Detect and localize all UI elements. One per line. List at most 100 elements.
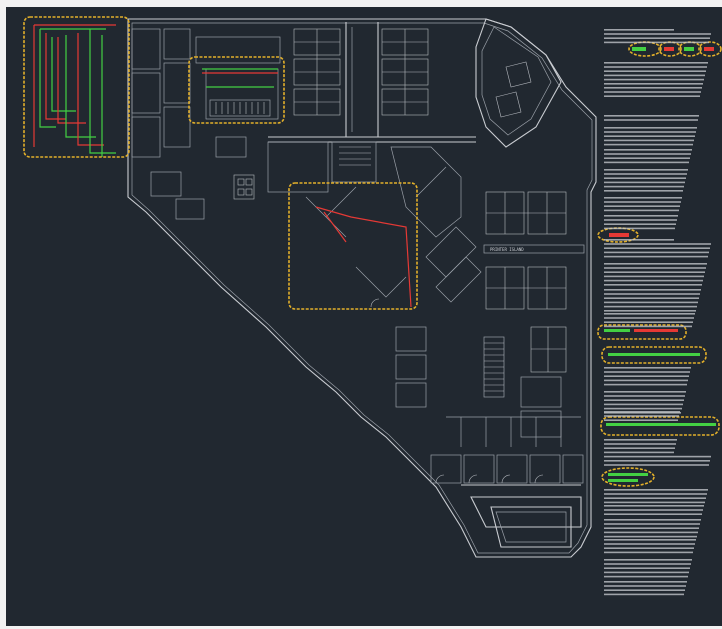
note-text-line <box>604 271 705 273</box>
note-text-line <box>604 575 688 578</box>
note-text-line <box>604 135 695 137</box>
note-text-line <box>604 70 706 72</box>
note-text-line <box>604 531 698 534</box>
note-text-line <box>604 181 685 184</box>
note-text-line <box>604 317 694 319</box>
revision-cloud-icon <box>23 16 722 487</box>
note-text-line <box>604 455 711 458</box>
workstations-top-2 <box>381 28 429 116</box>
note-text-line <box>604 267 706 269</box>
note-text-line <box>604 325 692 328</box>
note-text-line <box>604 567 690 569</box>
note-text-line <box>604 407 682 410</box>
note-text-line <box>604 464 709 466</box>
note-text-line <box>604 293 700 295</box>
note-text-line <box>604 289 701 291</box>
note-text-line <box>604 143 693 146</box>
note-text-line <box>604 115 699 117</box>
general-notes-panel <box>604 29 716 596</box>
note-text-line <box>604 223 676 225</box>
note-text-line <box>604 501 705 504</box>
note-text-line <box>604 243 711 245</box>
note-text-line <box>604 593 684 596</box>
note-text-line <box>604 513 702 515</box>
cad-viewport[interactable]: PRINTER ISLAND <box>6 7 722 626</box>
note-text-line <box>604 149 692 151</box>
room-tag-printer-island: PRINTER ISLAND <box>490 247 524 252</box>
note-text-line <box>604 375 689 377</box>
note-text-line <box>604 543 695 545</box>
note-text-line <box>604 215 678 217</box>
note-text-line <box>604 305 697 308</box>
note-text-line <box>604 41 709 44</box>
note-text-line <box>604 493 707 495</box>
note-text-line <box>604 83 703 85</box>
note-text-line <box>604 205 680 207</box>
stair-icon <box>483 336 505 398</box>
note-text-line <box>604 37 710 39</box>
note-text-line <box>604 447 675 449</box>
workstations-top-1 <box>293 28 341 116</box>
note-text-line <box>604 505 704 507</box>
note-text-line <box>604 585 686 587</box>
note-text-line <box>604 411 680 413</box>
note-text-line <box>604 177 686 179</box>
note-text-line <box>604 247 710 249</box>
note-text-line <box>604 33 711 35</box>
note-text-line <box>604 497 706 499</box>
note-text-line <box>604 399 684 401</box>
note-text-line <box>604 131 696 133</box>
note-text-line <box>604 395 685 397</box>
building-shell <box>127 18 597 558</box>
note-text-line <box>604 547 694 549</box>
note-text-line <box>604 185 684 188</box>
note-text-line <box>604 201 681 203</box>
note-text-line <box>604 439 677 441</box>
note-text-line <box>604 403 683 406</box>
floor-plan-drawing[interactable]: PRINTER ISLAND <box>6 7 722 626</box>
workstations-right <box>485 191 567 373</box>
note-text-line <box>604 279 703 282</box>
note-text-line <box>604 310 696 312</box>
note-text-line <box>604 161 689 164</box>
note-text-line <box>604 127 697 129</box>
note-text-line <box>604 62 708 64</box>
note-text-line <box>604 571 689 574</box>
note-text-line <box>604 489 708 491</box>
note-text-line <box>604 227 675 230</box>
note-text-line <box>604 527 699 529</box>
note-text-line <box>604 523 700 525</box>
note-text-line <box>604 78 704 81</box>
note-text-line <box>604 95 700 97</box>
door-swing-icon <box>370 298 544 484</box>
note-text-line <box>604 419 678 421</box>
note-text-line <box>604 415 679 417</box>
note-text-line <box>604 173 687 175</box>
note-text-line <box>604 301 698 304</box>
note-text-line <box>604 74 705 77</box>
note-text-line <box>604 559 692 561</box>
note-text-line <box>604 263 707 265</box>
note-text-line <box>604 87 702 89</box>
note-text-line <box>604 284 702 286</box>
note-text-line <box>604 412 681 414</box>
note-text-line <box>604 119 698 121</box>
note-text-line <box>604 581 687 583</box>
note-text-line <box>604 197 682 199</box>
note-text-line <box>604 589 685 591</box>
note-text-line <box>604 371 690 373</box>
note-text-line <box>604 379 688 382</box>
note-text-line <box>604 91 701 93</box>
note-text-line <box>604 321 693 323</box>
note-text-line <box>604 219 677 221</box>
note-text-line <box>604 391 686 393</box>
note-text-line <box>604 509 703 511</box>
note-text-line <box>604 139 694 142</box>
note-text-line <box>604 169 688 171</box>
revision-linework <box>33 24 412 308</box>
note-text-line <box>604 383 687 386</box>
note-text-line <box>604 239 674 241</box>
note-text-line <box>604 255 708 258</box>
note-text-line <box>604 209 679 212</box>
note-text-line <box>604 563 691 565</box>
